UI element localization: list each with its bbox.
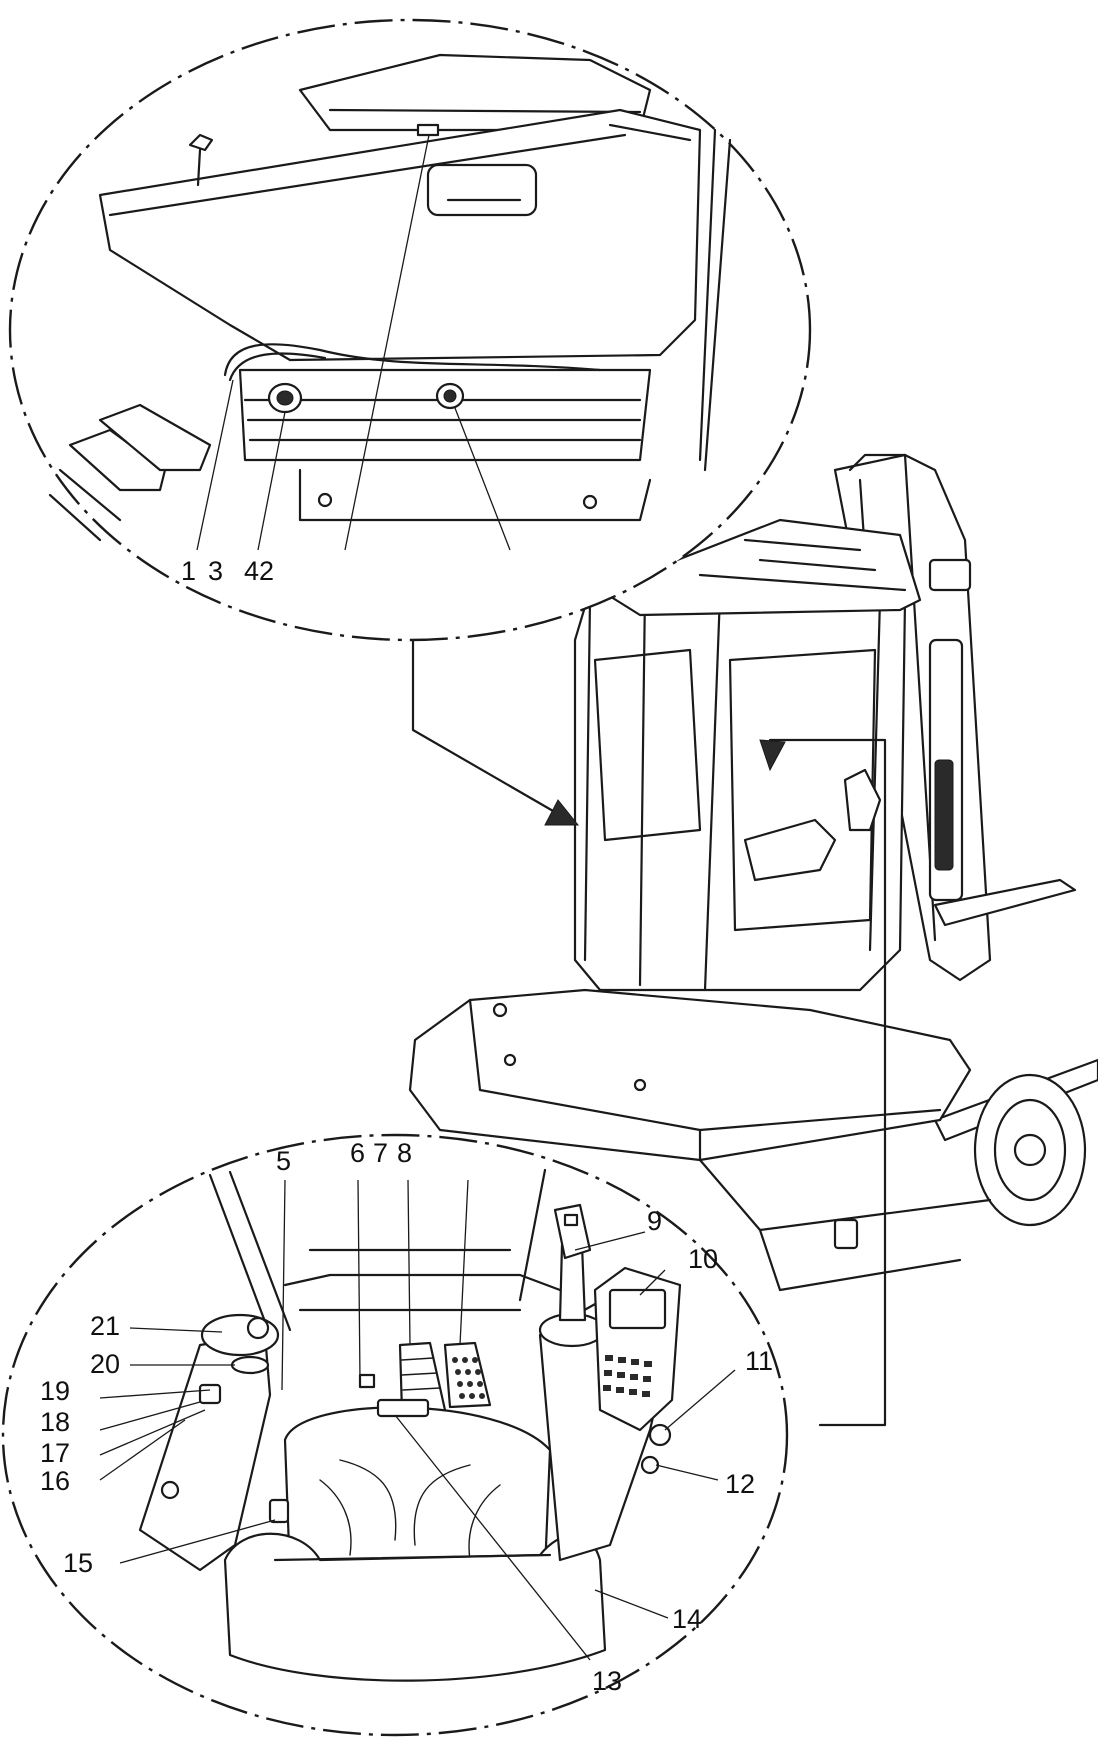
- pointer-arrows: [411, 638, 887, 1427]
- callout-19: 19: [40, 1376, 70, 1406]
- callout-13: 13: [592, 1666, 622, 1696]
- callout-3: 3: [208, 556, 223, 586]
- callout-9: 9: [647, 1206, 662, 1236]
- callout-15: 15: [63, 1548, 93, 1578]
- callout-1: 1: [181, 556, 196, 586]
- callout-7: 7: [373, 1138, 388, 1168]
- callout-17: 17: [40, 1438, 70, 1468]
- truck-body: [408, 453, 1098, 1292]
- callout-10: 10: [688, 1244, 718, 1274]
- callout-21: 21: [90, 1311, 120, 1341]
- callout-14: 14: [672, 1604, 702, 1634]
- callout-18: 18: [40, 1407, 70, 1437]
- callout-16: 16: [40, 1466, 70, 1496]
- callout-6: 6: [350, 1138, 365, 1168]
- callout-labels: 1 3 42 5 6 7 8 9 10 11 12 13 14 15 16 17…: [40, 556, 773, 1696]
- callout-5: 5: [276, 1146, 291, 1176]
- callout-12: 12: [725, 1469, 755, 1499]
- callout-11: 11: [745, 1346, 773, 1376]
- callout-20: 20: [90, 1349, 120, 1379]
- cabin-detail-view: [1, 1133, 789, 1737]
- callout-42: 42: [244, 556, 274, 586]
- callout-8: 8: [397, 1138, 412, 1168]
- top-detail-view: [8, 18, 812, 642]
